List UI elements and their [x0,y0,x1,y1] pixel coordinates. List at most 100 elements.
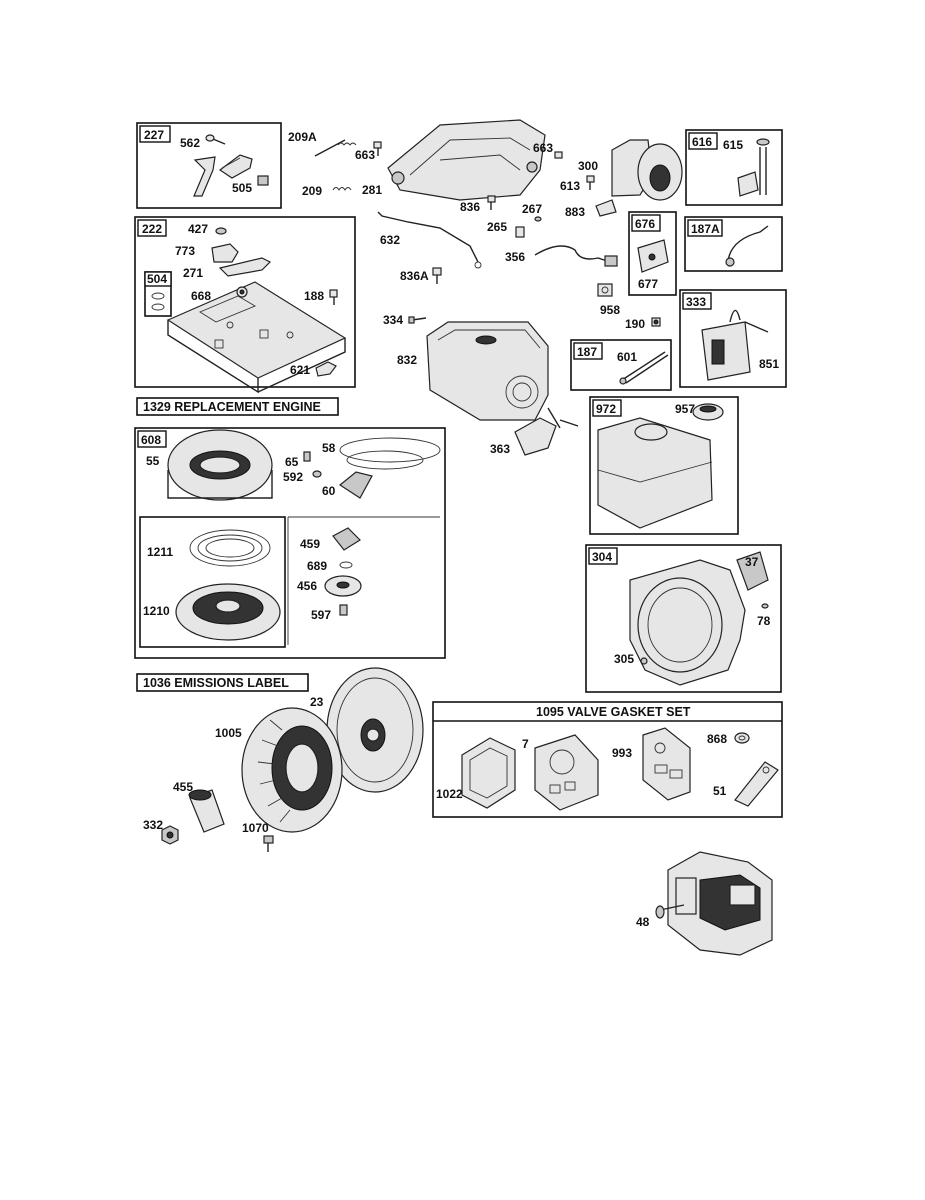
bracket-676 [637,239,669,273]
part-621: 621 [290,363,310,377]
baffle-37 [736,551,769,591]
control-lever-505 [193,154,253,197]
title-replacement-engine-text: 1329 REPLACEMENT ENGINE [143,400,321,414]
gasket-993 [642,727,691,801]
part-265: 265 [487,220,507,234]
seal-868 [734,732,750,744]
pulley-1210 [175,583,281,641]
screw-334 [408,316,427,324]
part-868: 868 [707,732,727,746]
gasket-883 [595,199,617,217]
part-427: 427 [188,222,208,236]
part-51: 51 [713,784,727,798]
box-616-label: 616 [692,135,712,149]
part-613: 613 [560,179,580,193]
air-cleaner-300 [611,139,683,201]
part-300: 300 [578,159,598,173]
part-65: 65 [285,455,299,469]
fuel-line-601 [619,351,669,385]
handle-60 [338,471,373,499]
part-281: 281 [362,183,382,197]
title-valve-gasket-set-text: 1095 VALVE GASKET SET [536,705,691,719]
ignition-wire-356 [534,245,618,267]
part-267: 267 [522,202,542,216]
box-333: 333 851 [679,289,787,388]
part-689: 689 [307,559,327,573]
gasket-1022 [461,737,516,809]
part-363: 363 [490,442,510,456]
washer-668 [236,286,248,298]
spring-209a [314,139,357,157]
part-1022: 1022 [436,787,463,801]
part-7: 7 [522,737,529,751]
fan-1005 [241,707,343,833]
part-356: 356 [505,250,525,264]
part-668: 668 [191,289,211,303]
part-832: 832 [397,353,417,367]
part-663b: 663 [533,141,553,155]
screw-78 [761,603,769,609]
part-663a: 663 [355,148,375,162]
spring-209 [332,187,352,191]
screw-188 [329,289,338,305]
part-456: 456 [297,579,317,593]
box-676-label: 676 [635,217,655,231]
box-valve-gasket-set: 1095 VALVE GASKET SET 1022 7 993 868 [432,701,783,818]
part-455: 455 [173,780,193,794]
screw-836 [487,195,496,210]
gasket-51 [734,761,779,807]
cup-455 [188,789,225,833]
part-632: 632 [380,233,400,247]
rope-58 [339,437,441,470]
title-replacement-engine: 1329 REPLACEMENT ENGINE [136,397,339,416]
fuel-tank-972 [597,417,713,529]
dog-459 [332,527,361,551]
part-305: 305 [614,652,634,666]
part-597: 597 [311,608,331,622]
part-23: 23 [310,695,324,709]
screw-597 [339,604,348,616]
box-222: 222 427 [134,216,356,394]
box-227-label: 227 [144,128,164,142]
part-1005: 1005 [215,726,242,740]
plug-958 [597,283,613,297]
box-187: 187 601 [570,339,672,391]
part-851: 851 [759,357,779,371]
part-505: 505 [232,181,252,195]
part-332: 332 [143,818,163,832]
nut-505 [257,175,269,186]
part-37: 37 [745,555,759,569]
screw-305 [640,657,648,665]
starter-housing-55 [167,429,273,501]
part-958: 958 [600,303,620,317]
fuel-cap-957 [692,403,724,421]
part-58: 58 [322,441,336,455]
title-emissions-label-text: 1036 EMISSIONS LABEL [143,676,289,690]
part-190: 190 [625,317,645,331]
engine-48 [655,851,773,956]
box-187a: 187A [684,216,783,272]
clip-265 [515,226,525,238]
retainer-456 [324,575,362,597]
mount-363 [514,407,579,456]
screw-663a [373,141,382,156]
part-1210: 1210 [143,604,170,618]
part-562: 562 [180,136,200,150]
part-188: 188 [304,289,324,303]
part-334: 334 [383,313,403,327]
part-773: 773 [175,244,195,258]
nut-592 [312,470,322,478]
control-bracket [166,281,347,394]
box-972-label: 972 [596,402,616,416]
part-209: 209 [302,184,322,198]
spring-689 [339,561,353,569]
link-632 [377,211,482,269]
part-459: 459 [300,537,320,551]
breather-615 [737,138,770,197]
title-emissions-label: 1036 EMISSIONS LABEL [136,673,309,692]
part-993: 993 [612,746,632,760]
screw-613 [586,175,595,190]
blower-cover [387,119,546,201]
box-676: 676 677 [628,211,677,296]
